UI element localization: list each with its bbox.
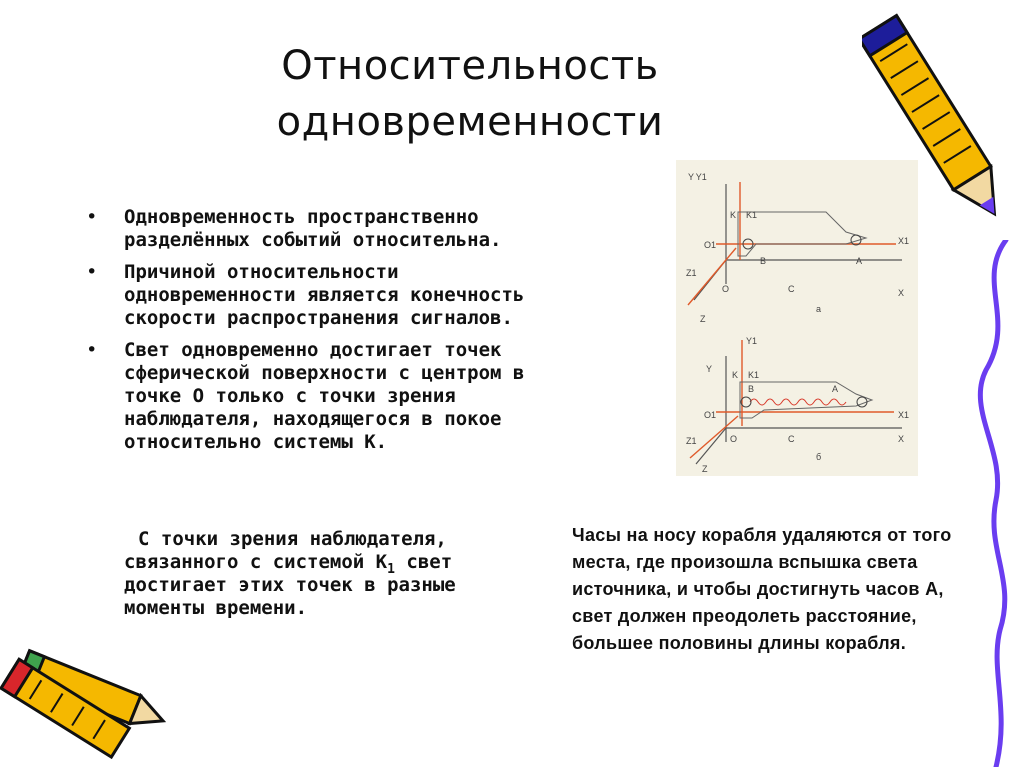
axis-label: Y Y1 (688, 172, 707, 182)
label-o1: O1 (704, 410, 716, 420)
bullet-text: Причиной относительности одновременности… (124, 261, 525, 329)
figure-drawing: Y Y1 K K1 O1 X1 B A Z1 O C X Z а Y (686, 172, 909, 474)
label-a: A (832, 384, 838, 394)
label-k1: K1 (748, 370, 759, 380)
relativity-figure: Y Y1 K K1 O1 X1 B A Z1 O C X Z а Y (676, 160, 918, 476)
axis-x1: X1 (898, 236, 909, 246)
slide-title: Относительность одновременности (230, 38, 710, 150)
panel-letter: а (816, 304, 821, 314)
label-o: O (722, 284, 729, 294)
axis-z: Z (702, 464, 708, 474)
label-c: C (788, 284, 795, 294)
continuation-text-after: свет достигает этих точек в разные момен… (124, 551, 456, 619)
axis-z1: Z1 (686, 268, 697, 278)
axis-x1: X1 (898, 410, 909, 420)
axis-x: X (898, 434, 904, 444)
bullet-marker: • (86, 261, 98, 283)
wavy-line-decoration (977, 240, 1009, 767)
figure-caption: Часы на носу корабля удаляются от того м… (572, 525, 952, 653)
continuation-subscript: 1 (387, 561, 395, 577)
label-b: B (748, 384, 754, 394)
label-c: C (788, 434, 795, 444)
label-o: O (730, 434, 737, 444)
continuation-paragraph: С точки зрения наблюдателя, связанного с… (124, 528, 524, 620)
label-k: K (730, 210, 736, 220)
bullet-item: • Одновременность пространственно раздел… (86, 206, 526, 252)
label-k1: K1 (746, 210, 757, 220)
bullet-item: • Причиной относительности одновременнос… (86, 261, 526, 330)
pencil-icon (0, 657, 132, 760)
label-k: K (732, 370, 738, 380)
axis-z1: Z1 (686, 436, 697, 446)
bullet-item: • Свет одновременно достигает точек сфер… (86, 339, 526, 454)
pencil-icon (862, 13, 997, 217)
label-o1: O1 (704, 240, 716, 250)
axis-x: X (898, 288, 904, 298)
continuation-text-before: С точки зрения наблюдателя, связанного с… (124, 528, 447, 573)
axis-y: Y (706, 364, 712, 374)
label-a: A (856, 256, 862, 266)
axis-z: Z (700, 314, 706, 324)
bullet-text: Одновременность пространственно разделён… (124, 206, 502, 251)
bullet-marker: • (86, 206, 98, 228)
figure-panel-a: Y Y1 K K1 O1 X1 B A Z1 O C X Z а (686, 172, 909, 324)
figure-panel-b: Y Y1 K K1 B A O1 X1 Z1 O C X Z б (686, 336, 909, 474)
bullet-text: Свет одновременно достигает точек сферич… (124, 339, 525, 453)
bullet-list: • Одновременность пространственно раздел… (86, 206, 526, 463)
axis-y1: Y1 (746, 336, 757, 346)
panel-letter: б (816, 452, 821, 462)
bullet-marker: • (86, 339, 98, 361)
label-b: B (760, 256, 766, 266)
title-line-2: одновременности (276, 99, 664, 145)
title-line-1: Относительность (281, 43, 659, 89)
